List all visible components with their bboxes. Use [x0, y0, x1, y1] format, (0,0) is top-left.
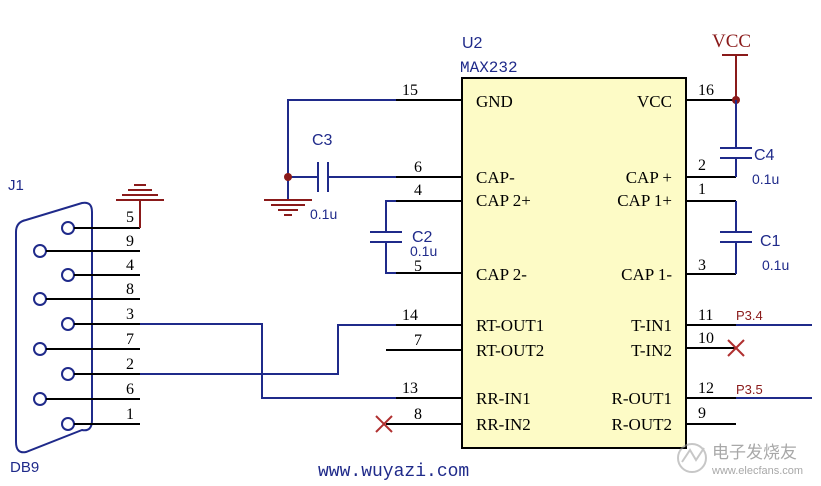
- pin-num-9: 9: [698, 405, 706, 422]
- c4-value: 0.1u: [752, 171, 779, 187]
- c3-name: C3: [312, 132, 333, 149]
- ic-left-pin-lines: [386, 99, 462, 425]
- pin-name-cap1-minus: CAP 1-: [621, 265, 672, 284]
- vcc-label: VCC: [712, 31, 751, 52]
- mcu-net-wires: [736, 324, 812, 399]
- c4-name: C4: [754, 147, 775, 164]
- pin-num-16: 16: [698, 82, 714, 99]
- vcc-symbol: [722, 54, 748, 100]
- watermark-logo-url: www.elecfans.com: [711, 465, 803, 477]
- gnd-net-wires: [287, 99, 396, 200]
- pin-num-3: 3: [698, 257, 706, 274]
- pin-num-5: 5: [414, 258, 422, 275]
- pin-name-cap2-minus: CAP 2-: [476, 265, 527, 284]
- rs232-signal-wires: [140, 323, 396, 399]
- gnd-junction-dot: [284, 173, 292, 181]
- db9-pin-num-6: 6: [126, 381, 134, 398]
- pin-num-13: 13: [402, 380, 418, 397]
- ic-designator: U2: [462, 35, 483, 52]
- db9-pin-num-2: 2: [126, 356, 134, 373]
- db9-pin-num-5: 5: [126, 209, 134, 226]
- pin-name-rr-in1: RR-IN1: [476, 389, 531, 408]
- connector-type: DB9: [10, 459, 39, 476]
- db9-pin-num-3: 3: [126, 306, 134, 323]
- pin-name-rt-out1: RT-OUT1: [476, 316, 544, 335]
- db9-pin-num-4: 4: [126, 257, 134, 274]
- net-label-p35: P3.5: [736, 382, 763, 397]
- connector-designator: J1: [8, 177, 24, 194]
- ground-icon: [264, 199, 312, 216]
- db9-shell-icon: [15, 201, 93, 454]
- pin-num-15: 15: [402, 82, 418, 99]
- db9-pins: [33, 221, 140, 431]
- c1-value: 0.1u: [762, 257, 789, 273]
- pin-num-1: 1: [698, 181, 706, 198]
- pin-name-cap-plus: CAP +: [626, 168, 672, 187]
- capacitor-c1: [720, 201, 752, 274]
- pin-name-vcc: VCC: [637, 92, 672, 111]
- pin-name-cap2-plus: CAP 2+: [476, 191, 531, 210]
- pin-num-7: 7: [414, 332, 422, 349]
- capacitor-c4: [720, 100, 752, 177]
- pin-num-6: 6: [414, 159, 422, 176]
- max232-ic-body: [461, 77, 687, 449]
- pin-name-gnd: GND: [476, 92, 513, 111]
- pin-num-14: 14: [402, 307, 418, 324]
- c2-name: C2: [412, 229, 433, 246]
- ic-right-pin-lines: [686, 99, 760, 425]
- pin-name-rt-out2: RT-OUT2: [476, 341, 544, 360]
- pin-name-t-in1: T-IN1: [631, 316, 672, 335]
- pin-name-cap-minus: CAP-: [476, 168, 515, 187]
- watermark-url: www.wuyazi.com: [318, 462, 469, 482]
- pin-num-12: 12: [698, 380, 714, 397]
- c1-name: C1: [760, 233, 781, 250]
- elecfans-logo-icon: [677, 443, 707, 473]
- pin-name-t-in2: T-IN2: [631, 341, 672, 360]
- no-connect-icon: [375, 339, 745, 433]
- pin-name-rr-in2: RR-IN2: [476, 415, 531, 434]
- net-label-p34: P3.4: [736, 308, 763, 323]
- pin-num-4: 4: [414, 182, 422, 199]
- db9-pin-num-1: 1: [126, 406, 134, 423]
- capacitor-c2: [370, 200, 402, 274]
- db9-pin-num-8: 8: [126, 281, 134, 298]
- pin-name-r-out1: R-OUT1: [612, 389, 672, 408]
- pin-num-2: 2: [698, 157, 706, 174]
- c2-value: 0.1u: [410, 243, 437, 259]
- pin-num-10: 10: [698, 330, 714, 347]
- watermark-logo-text: 电子发烧友: [712, 443, 797, 463]
- pin-num-11: 11: [698, 307, 713, 324]
- pin-name-r-out2: R-OUT2: [612, 415, 672, 434]
- c3-value: 0.1u: [310, 206, 337, 222]
- pin-num-8: 8: [414, 406, 422, 423]
- pin-name-cap1-plus: CAP 1+: [617, 191, 672, 210]
- ic-part-number: MAX232: [460, 59, 518, 77]
- db9-pin-num-9: 9: [126, 233, 134, 250]
- db9-pin-num-7: 7: [126, 331, 134, 348]
- db9-ground-icon: [116, 184, 164, 228]
